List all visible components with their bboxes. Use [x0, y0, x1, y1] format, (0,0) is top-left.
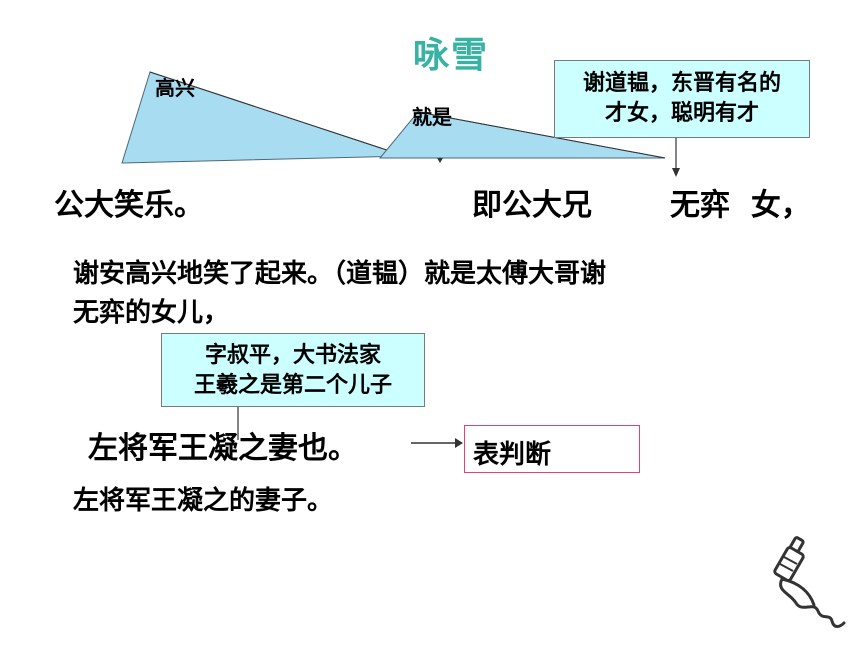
judgement-label: 表判断	[473, 440, 552, 470]
translation2: 左将军王凝之的妻子。	[73, 486, 334, 516]
callout-daoyun-line1: 谢道韫，东晋有名的	[582, 71, 781, 96]
text-line1-left: 公大笑乐。	[54, 188, 204, 223]
annotation-jiushi: 就是	[412, 105, 452, 129]
annotation-gaoxing: 高兴	[155, 76, 195, 100]
page-title: 咏雪	[413, 35, 490, 76]
callout-shuping-line2: 王羲之是第二个儿子	[193, 373, 392, 398]
arrow-head-daoyun	[672, 168, 680, 177]
callout-daoyun-line2: 才女，聪明有才	[604, 101, 759, 126]
callout-shuping-note: 字叔平，大书法家 王羲之是第二个儿子	[161, 333, 425, 407]
usb-plug-icon	[773, 536, 846, 628]
callout-daoyun-note: 谢道韫，东晋有名的 才女，聪明有才	[554, 60, 810, 138]
judgement-box: 表判断	[464, 425, 640, 473]
translation1-line-b: 无弈的女儿，	[73, 298, 230, 328]
text-line2: 左将军王凝之妻也。	[88, 431, 358, 466]
callout-shuping-line1: 字叔平，大书法家	[204, 343, 381, 368]
translation1-line-a: 谢安高兴地笑了起来。（道韫）就是太傅大哥谢	[73, 259, 607, 289]
text-line1-right: 无弈 女，	[670, 188, 811, 223]
arrow-head-small	[437, 158, 443, 163]
text-line1-mid: 即公大兄	[472, 188, 592, 223]
arrow-head-judgement	[455, 438, 463, 448]
